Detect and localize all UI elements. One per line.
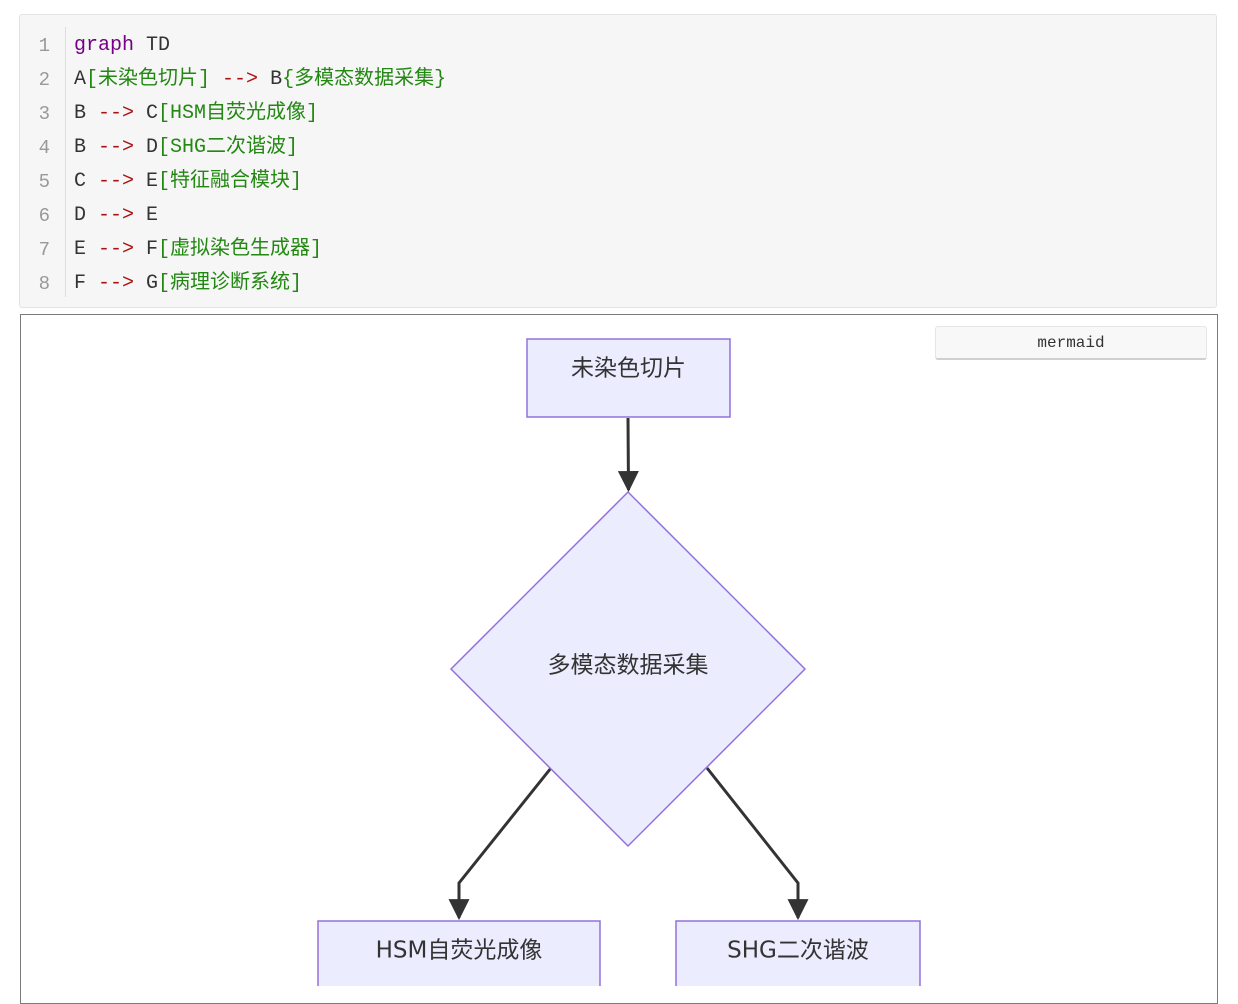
code-line: D --> E [74, 199, 158, 233]
code-token: A [74, 68, 87, 91]
line-number: 4 [38, 137, 50, 159]
code-string: [HSM自荧光成像] [158, 102, 319, 125]
code-keyword: graph [74, 34, 135, 57]
code-arrow: --> [98, 170, 135, 193]
code-token: E [134, 204, 159, 227]
line-number: 3 [38, 103, 50, 125]
code-token: D [74, 204, 99, 227]
node-b[interactable]: 多模态数据采集 [449, 490, 807, 848]
code-token: E [134, 170, 159, 193]
code-token: D [134, 136, 159, 159]
code-line: A[未染色切片] --> B{多模态数据采集} [74, 63, 446, 97]
code-token: C [134, 102, 159, 125]
code-arrow: --> [98, 238, 135, 261]
node-a[interactable]: 未染色切片 [526, 338, 731, 418]
line-number: 2 [38, 69, 50, 91]
code-token: C [74, 170, 99, 193]
line-number: 8 [38, 273, 50, 295]
line-number: 6 [38, 205, 50, 227]
code-line: E --> F[虚拟染色生成器] [74, 233, 322, 267]
code-token: TD [134, 34, 171, 57]
node-shape [449, 490, 807, 848]
code-arrow: --> [98, 136, 135, 159]
node-label: SHG二次谐波 [727, 938, 869, 964]
edge-b-to-c [448, 767, 553, 921]
code-arrow: --> [222, 68, 259, 91]
code-token: G [134, 272, 159, 295]
node-shape [526, 338, 731, 418]
code-token: B [74, 136, 99, 159]
code-string: {多模态数据采集} [282, 68, 447, 91]
code-string: [特征融合模块] [158, 170, 303, 193]
line-number: 1 [38, 35, 50, 57]
node-d[interactable]: SHG二次谐波 [675, 920, 921, 986]
line-number: 7 [38, 239, 50, 261]
code-token: F [74, 272, 99, 295]
code-string: [虚拟染色生成器] [158, 238, 323, 261]
code-arrow: --> [98, 204, 135, 227]
code-line: C --> E[特征融合模块] [74, 165, 302, 199]
line-number-gutter: 1 2 3 4 5 6 7 8 [20, 27, 66, 297]
node-label: 未染色切片 [571, 356, 686, 382]
code-line: graph TD [74, 29, 170, 63]
code-string: [病理诊断系统] [158, 272, 303, 295]
code-token: E [74, 238, 99, 261]
node-label: 多模态数据采集 [548, 653, 709, 679]
edge-b-to-d [705, 767, 809, 921]
code-line: B --> C[HSM自荧光成像] [74, 97, 318, 131]
node-shape [675, 920, 921, 986]
node-label: HSM自荧光成像 [376, 938, 543, 964]
code-line: F --> G[病理诊断系统] [74, 267, 302, 301]
code-line: B --> D[SHG二次谐波] [74, 131, 298, 165]
code-arrow: --> [98, 102, 135, 125]
code-token: B [74, 102, 99, 125]
code-arrow: --> [98, 272, 135, 295]
line-number: 5 [38, 171, 50, 193]
code-string: [SHG二次谐波] [158, 136, 299, 159]
node-shape [317, 920, 601, 986]
language-badge[interactable]: mermaid [935, 326, 1207, 360]
node-c[interactable]: HSM自荧光成像 [317, 920, 601, 986]
code-token: F [134, 238, 159, 261]
code-token: B [258, 68, 283, 91]
edge-a-to-b [617, 417, 639, 493]
code-string: [未染色切片] [86, 68, 211, 91]
